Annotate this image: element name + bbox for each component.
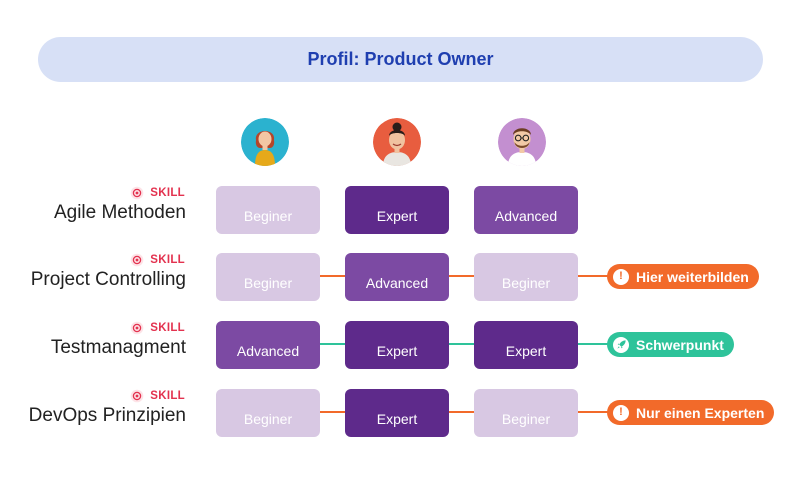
note-text: Schwerpunkt: [636, 336, 724, 353]
level-cell-person-3[interactable]: Advanced: [474, 186, 578, 234]
skill-name: DevOps Prinzipien: [28, 405, 186, 426]
alert-icon: !: [613, 268, 629, 285]
skill-row: SKILL Agile Methoden Beginer Expert Adva…: [0, 186, 800, 234]
person-2-avatar-image: [373, 118, 421, 166]
level-cell-person-2[interactable]: Advanced: [345, 253, 449, 301]
skill-tag: SKILL: [130, 389, 185, 403]
level-cell-person-1[interactable]: Beginer: [216, 253, 320, 301]
skill-icon: [130, 186, 144, 200]
person-1-avatar-image: [241, 118, 289, 166]
profile-header: Profil: Product Owner: [38, 37, 763, 82]
level-cell-person-3[interactable]: Beginer: [474, 389, 578, 437]
level-cell-person-1[interactable]: Beginer: [216, 389, 320, 437]
person-3-avatar[interactable]: [498, 118, 546, 166]
note-text: Hier weiterbilden: [636, 268, 749, 285]
skill-name: Agile Methoden: [53, 202, 186, 223]
profile-title: Profil: Product Owner: [307, 49, 494, 69]
skill-name: Project Controlling: [30, 269, 186, 290]
skill-row: SKILL Testmanagment Advanced Expert Expe…: [0, 321, 800, 369]
level-cell-person-3[interactable]: Beginer: [474, 253, 578, 301]
note-text: Nur einen Experten: [636, 404, 765, 421]
note-badge-focus[interactable]: Schwerpunkt: [607, 332, 734, 357]
skill-row: SKILL Project Controlling Beginer Advanc…: [0, 253, 800, 301]
rocket-icon: [613, 336, 629, 353]
connector-line: [320, 411, 610, 413]
skill-icon: [130, 321, 144, 335]
level-cell-person-1[interactable]: Advanced: [216, 321, 320, 369]
connector-line: [320, 343, 610, 345]
connector-line: [320, 275, 610, 277]
person-3-avatar-image: [498, 118, 546, 166]
level-cell-person-2[interactable]: Expert: [345, 389, 449, 437]
skill-tag-label: SKILL: [150, 254, 185, 266]
skill-icon: [130, 253, 144, 267]
alert-icon: !: [613, 404, 629, 421]
rocket-icon-glyph: [616, 340, 626, 349]
skill-icon: [130, 389, 144, 403]
skill-name: Testmanagment: [50, 337, 186, 358]
person-2-avatar[interactable]: [373, 118, 421, 166]
skill-tag: SKILL: [130, 321, 185, 335]
skill-row: SKILL DevOps Prinzipien Beginer Expert B…: [0, 389, 800, 437]
note-badge-warning[interactable]: ! Nur einen Experten: [607, 400, 775, 425]
level-cell-person-1[interactable]: Beginer: [216, 186, 320, 234]
level-cell-person-3[interactable]: Expert: [474, 321, 578, 369]
person-1-avatar[interactable]: [241, 118, 289, 166]
skill-tag-label: SKILL: [150, 390, 185, 402]
level-cell-person-2[interactable]: Expert: [345, 321, 449, 369]
skill-tag: SKILL: [130, 253, 185, 267]
skill-tag: SKILL: [130, 186, 185, 200]
skill-tag-label: SKILL: [150, 187, 185, 199]
skill-tag-label: SKILL: [150, 322, 185, 334]
note-badge-warning[interactable]: ! Hier weiterbilden: [607, 264, 759, 289]
level-cell-person-2[interactable]: Expert: [345, 186, 449, 234]
